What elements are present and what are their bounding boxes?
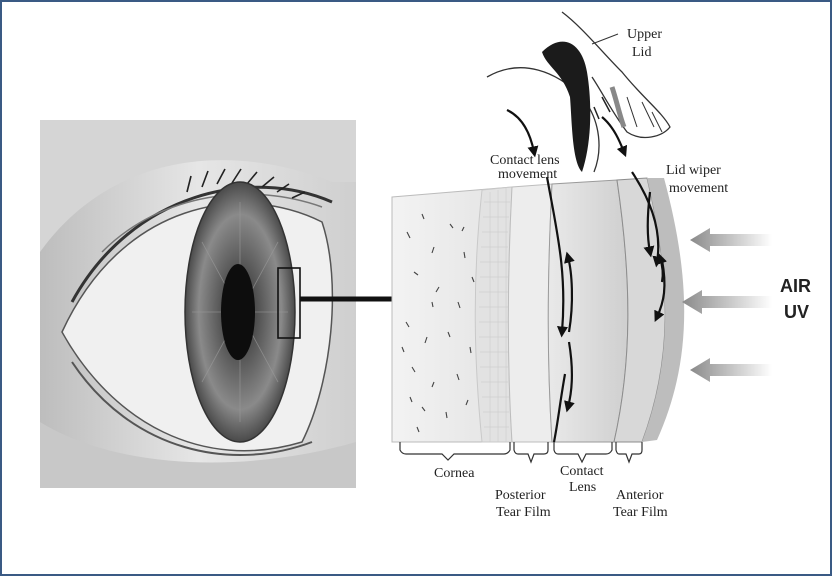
cornea-label: Cornea (434, 466, 475, 481)
contact-lens-movement-label-line1: Contact lens (490, 153, 560, 168)
posterior-tear-film-label-line2: Tear Film (496, 505, 551, 520)
upper-lid-label-line2: Lid (632, 45, 651, 60)
cross-section (392, 172, 684, 442)
arrow-left-icon (690, 358, 772, 382)
contact-lens-label-line1: Contact (560, 464, 604, 479)
contact-lens-label-line2: Lens (569, 480, 596, 495)
upper-lid-label-line1: Upper (627, 27, 662, 42)
arrow-left-icon (682, 290, 772, 314)
lid-wiper-label-line1: Lid wiper (666, 163, 721, 178)
posterior-tear-film-label-line1: Posterior (495, 488, 546, 503)
anterior-tear-film-label-line2: Tear Film (613, 505, 668, 520)
eye-illustration-icon (40, 120, 356, 488)
air-label: AIR (780, 276, 811, 296)
arrow-left-icon (690, 228, 772, 252)
layer-brackets (400, 442, 642, 462)
uv-label: UV (784, 302, 809, 322)
lid-wiper-label-line2: movement (669, 181, 728, 196)
anterior-tear-film-label-line1: Anterior (616, 488, 664, 503)
air-uv-arrows (682, 228, 772, 382)
contact-lens-movement-label-line2: movement (498, 167, 557, 182)
